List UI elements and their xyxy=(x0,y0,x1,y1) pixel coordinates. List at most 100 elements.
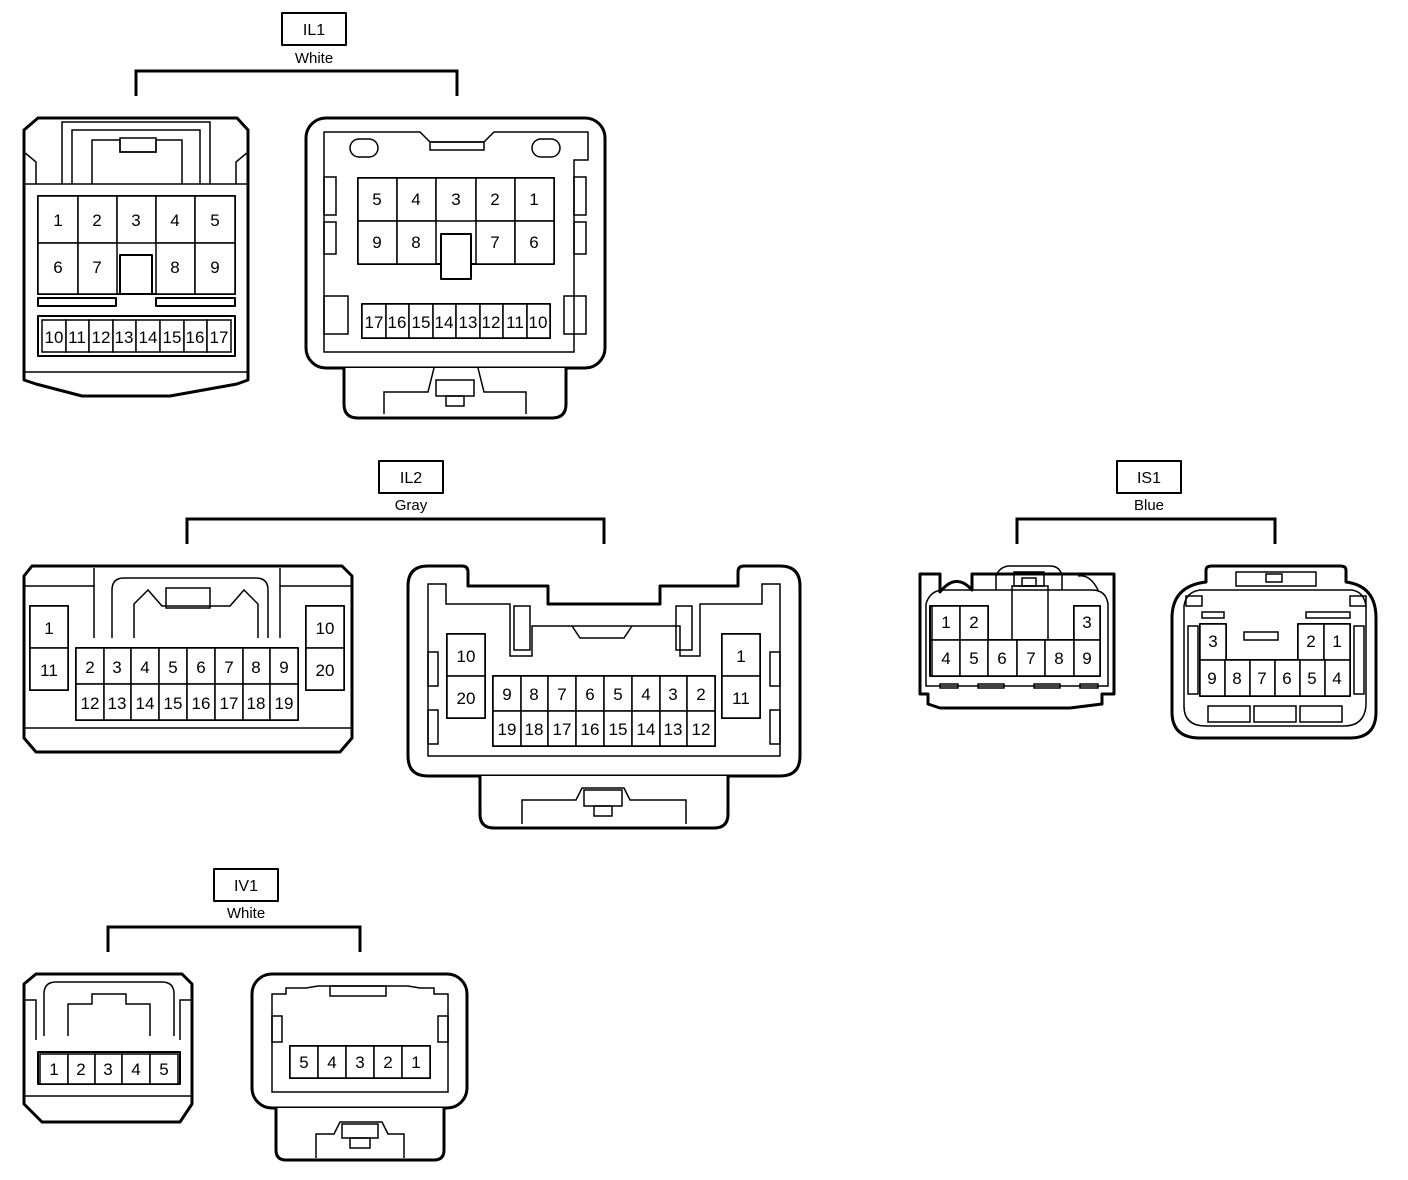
connector-color: White xyxy=(295,50,333,67)
pin-number: 5 xyxy=(210,211,219,230)
guide-rib xyxy=(427,651,439,687)
guide-rib xyxy=(513,605,531,651)
pin-number: 5 xyxy=(372,190,381,209)
pin-cell xyxy=(686,710,716,747)
guide-rib xyxy=(573,176,587,216)
pin-number: 12 xyxy=(482,313,501,332)
pin-cell xyxy=(526,303,551,339)
lock-skirt xyxy=(478,776,730,830)
pin-number: 10 xyxy=(529,313,548,332)
pin-number: 8 xyxy=(1232,669,1241,688)
pin-cell xyxy=(1299,659,1326,697)
latch-frame xyxy=(111,577,269,638)
connector-il2-left-view: 1 11 10 20 2 3 4 5 6 7 8 9 12 xyxy=(22,564,354,754)
pin-number: 2 xyxy=(969,613,978,632)
housing-inner-frame xyxy=(925,589,1109,687)
pin-number: 5 xyxy=(299,1053,308,1072)
pin-number: 2 xyxy=(383,1053,392,1072)
pin-number: 5 xyxy=(1307,669,1316,688)
pin-cell xyxy=(959,639,989,677)
housing-step xyxy=(235,151,249,184)
pin-cell xyxy=(75,647,105,685)
pin-number: 9 xyxy=(372,233,381,252)
pin-number: 7 xyxy=(490,233,499,252)
pin-number: 3 xyxy=(668,685,677,704)
pin-cell xyxy=(155,242,196,295)
pin-cell xyxy=(492,710,522,747)
pin-cell xyxy=(103,683,132,721)
pin-cell xyxy=(317,1045,347,1079)
pin-number: 17 xyxy=(553,720,572,739)
pin-number: 4 xyxy=(411,190,420,209)
pin-cell xyxy=(547,710,577,747)
rib xyxy=(1201,611,1225,619)
connector-iv1-right-view: 5 4 3 2 1 xyxy=(250,972,469,1162)
pin-number: 7 xyxy=(92,258,101,277)
pin-cell xyxy=(446,675,486,719)
pin-number: 8 xyxy=(251,658,260,677)
pin-number: 14 xyxy=(637,720,656,739)
rib xyxy=(939,683,959,689)
connector-code-box xyxy=(378,460,444,494)
pin-cell xyxy=(931,639,961,677)
pin-cell xyxy=(75,683,105,721)
pin-cell xyxy=(575,675,605,712)
guide-rib xyxy=(1353,625,1365,695)
lock-skirt xyxy=(342,368,568,420)
pin-number: 2 xyxy=(76,1060,85,1079)
pin-cell xyxy=(305,647,345,691)
pin-cell xyxy=(214,647,244,685)
pairing-bracket xyxy=(1015,517,1277,544)
pin-number: 19 xyxy=(498,720,517,739)
housing-inner-frame xyxy=(1183,589,1367,727)
pin-number: 6 xyxy=(196,658,205,677)
pin-number: 18 xyxy=(525,720,544,739)
pin-cell xyxy=(1044,639,1075,677)
pin-number: 11 xyxy=(40,661,58,680)
lock-tab xyxy=(315,1121,405,1158)
pin-cell xyxy=(39,1053,69,1085)
guide-rib xyxy=(1187,625,1199,695)
connector-iv1-left-view: 1 2 3 4 5 xyxy=(22,972,194,1124)
lock-tab xyxy=(383,367,527,414)
pin-number: 9 xyxy=(1082,649,1091,668)
guide-rib xyxy=(1185,595,1203,607)
pin-number: 18 xyxy=(247,694,266,713)
lock-button xyxy=(445,395,465,407)
pin-number: 6 xyxy=(53,258,62,277)
lock-slot xyxy=(571,625,633,639)
pin-cell xyxy=(659,710,688,747)
rib xyxy=(1079,683,1099,689)
pin-cell xyxy=(373,1045,403,1079)
rib xyxy=(1299,705,1343,723)
connector-code-box xyxy=(281,12,347,46)
pin-number: 17 xyxy=(210,328,229,347)
pin-number: 5 xyxy=(159,1060,168,1079)
pin-cell xyxy=(269,683,299,721)
connector-code: IL2 xyxy=(400,470,422,487)
pin-number: 9 xyxy=(279,658,288,677)
guide-rib xyxy=(1349,595,1367,607)
pin-cell xyxy=(1199,623,1227,661)
rib xyxy=(1253,705,1297,723)
pin-cell xyxy=(401,1045,431,1079)
pin-cell xyxy=(214,683,244,721)
guide-rib xyxy=(769,651,781,687)
connector-code: IL1 xyxy=(303,22,325,39)
connector-code: IS1 xyxy=(1137,470,1161,487)
pin-cell xyxy=(520,675,549,712)
pin-cell xyxy=(721,675,761,719)
pin-number: 1 xyxy=(49,1060,58,1079)
pin-number: 17 xyxy=(365,313,384,332)
key-slot xyxy=(119,254,153,295)
pin-cell xyxy=(987,639,1018,677)
lock-slot xyxy=(429,141,485,151)
pin-cell xyxy=(130,683,160,721)
pin-number: 13 xyxy=(664,720,683,739)
pin-cell xyxy=(149,1053,179,1085)
pin-number: 2 xyxy=(85,658,94,677)
pin-number: 20 xyxy=(316,661,335,680)
pin-number: 15 xyxy=(609,720,628,739)
housing-inner-frame xyxy=(427,583,781,757)
latch-frame xyxy=(61,121,211,184)
